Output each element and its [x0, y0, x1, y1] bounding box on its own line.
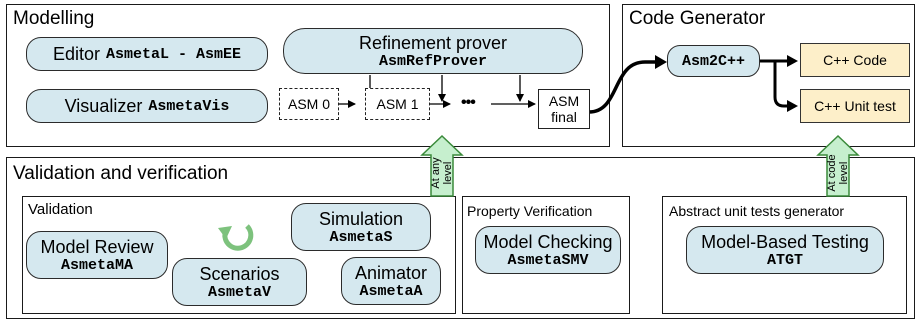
refinement-tool: AsmRefProver	[378, 52, 488, 70]
editor-tool: AsmetaL - AsmEE	[106, 45, 242, 63]
refinement-label: Refinement prover	[358, 32, 508, 53]
editor-label: Editor	[52, 44, 100, 64]
asm-final-box: ASM final	[538, 89, 590, 129]
asm0-box: ASM 0	[279, 88, 339, 120]
code-level-line2: level	[838, 161, 850, 185]
validation-title: Validation	[28, 201, 93, 218]
model-review-label: Model Review	[40, 236, 154, 257]
editor-pill[interactable]: Editor AsmetaL - AsmEE	[26, 37, 268, 71]
any-level-line1: At any	[430, 157, 442, 189]
asm1-box: ASM 1	[365, 88, 430, 120]
code-generator-title: Code Generator	[629, 8, 766, 29]
code-level-line1: At code	[826, 154, 838, 192]
animator-pill[interactable]: Animator AsmetaA	[341, 257, 441, 305]
visualizer-tool: AsmetaVis	[148, 97, 230, 115]
model-checking-label: Model Checking	[483, 231, 613, 252]
visualizer-pill[interactable]: Visualizer AsmetaVis	[26, 89, 268, 123]
model-based-testing-label: Model-Based Testing	[701, 231, 869, 252]
model-review-tool: AsmetaMA	[60, 256, 133, 274]
any-level-line2: level	[442, 161, 454, 185]
connector-final-to-asm2c	[588, 60, 657, 114]
scenarios-label: Scenarios	[199, 263, 280, 284]
asm2c-pill[interactable]: Asm2C++	[667, 45, 760, 77]
modelling-frame	[6, 4, 610, 147]
scenarios-tool: AsmetaV	[207, 283, 271, 301]
cpp-code-box: C++ Code	[800, 43, 910, 77]
code-level-arrow	[816, 134, 860, 197]
model-checking-pill[interactable]: Model Checking AsmetaSMV	[475, 226, 621, 274]
modelling-title: Modelling	[13, 8, 95, 29]
property-verification-title: Property Verification	[467, 203, 593, 219]
cycle-icon	[218, 224, 254, 251]
model-review-pill[interactable]: Model Review AsmetaMA	[26, 231, 168, 279]
animator-tool: AsmetaA	[359, 282, 423, 300]
vv-title: Validation and verification	[13, 163, 229, 184]
abstract-tests-title: Abstract unit tests generator	[669, 203, 845, 219]
scenarios-pill[interactable]: Scenarios AsmetaV	[172, 258, 307, 306]
model-based-testing-tool: ATGT	[766, 251, 803, 269]
model-based-testing-pill[interactable]: Model-Based Testing ATGT	[686, 226, 884, 274]
simulation-pill[interactable]: Simulation AsmetaS	[291, 203, 431, 251]
simulation-label: Simulation	[318, 208, 404, 229]
asm-final-line2: final	[551, 109, 577, 125]
arrow-asm2c-to-unittest	[773, 61, 789, 108]
refinement-prover-pill[interactable]: Refinement prover AsmRefProver	[283, 28, 583, 74]
visualizer-label: Visualizer	[64, 96, 143, 116]
any-level-arrow	[420, 134, 464, 197]
simulation-tool: AsmetaS	[329, 228, 393, 246]
any-level-label: At any level	[430, 153, 454, 193]
cpp-unit-test-box: C++ Unit test	[800, 89, 910, 123]
asm2c-tool: Asm2C++	[681, 52, 745, 70]
animator-label: Animator	[354, 262, 428, 283]
model-checking-tool: AsmetaSMV	[507, 251, 589, 269]
asm-final-line1: ASM	[548, 93, 580, 109]
ellipsis-dots: •••	[461, 94, 476, 111]
code-level-label: At code level	[826, 153, 850, 193]
